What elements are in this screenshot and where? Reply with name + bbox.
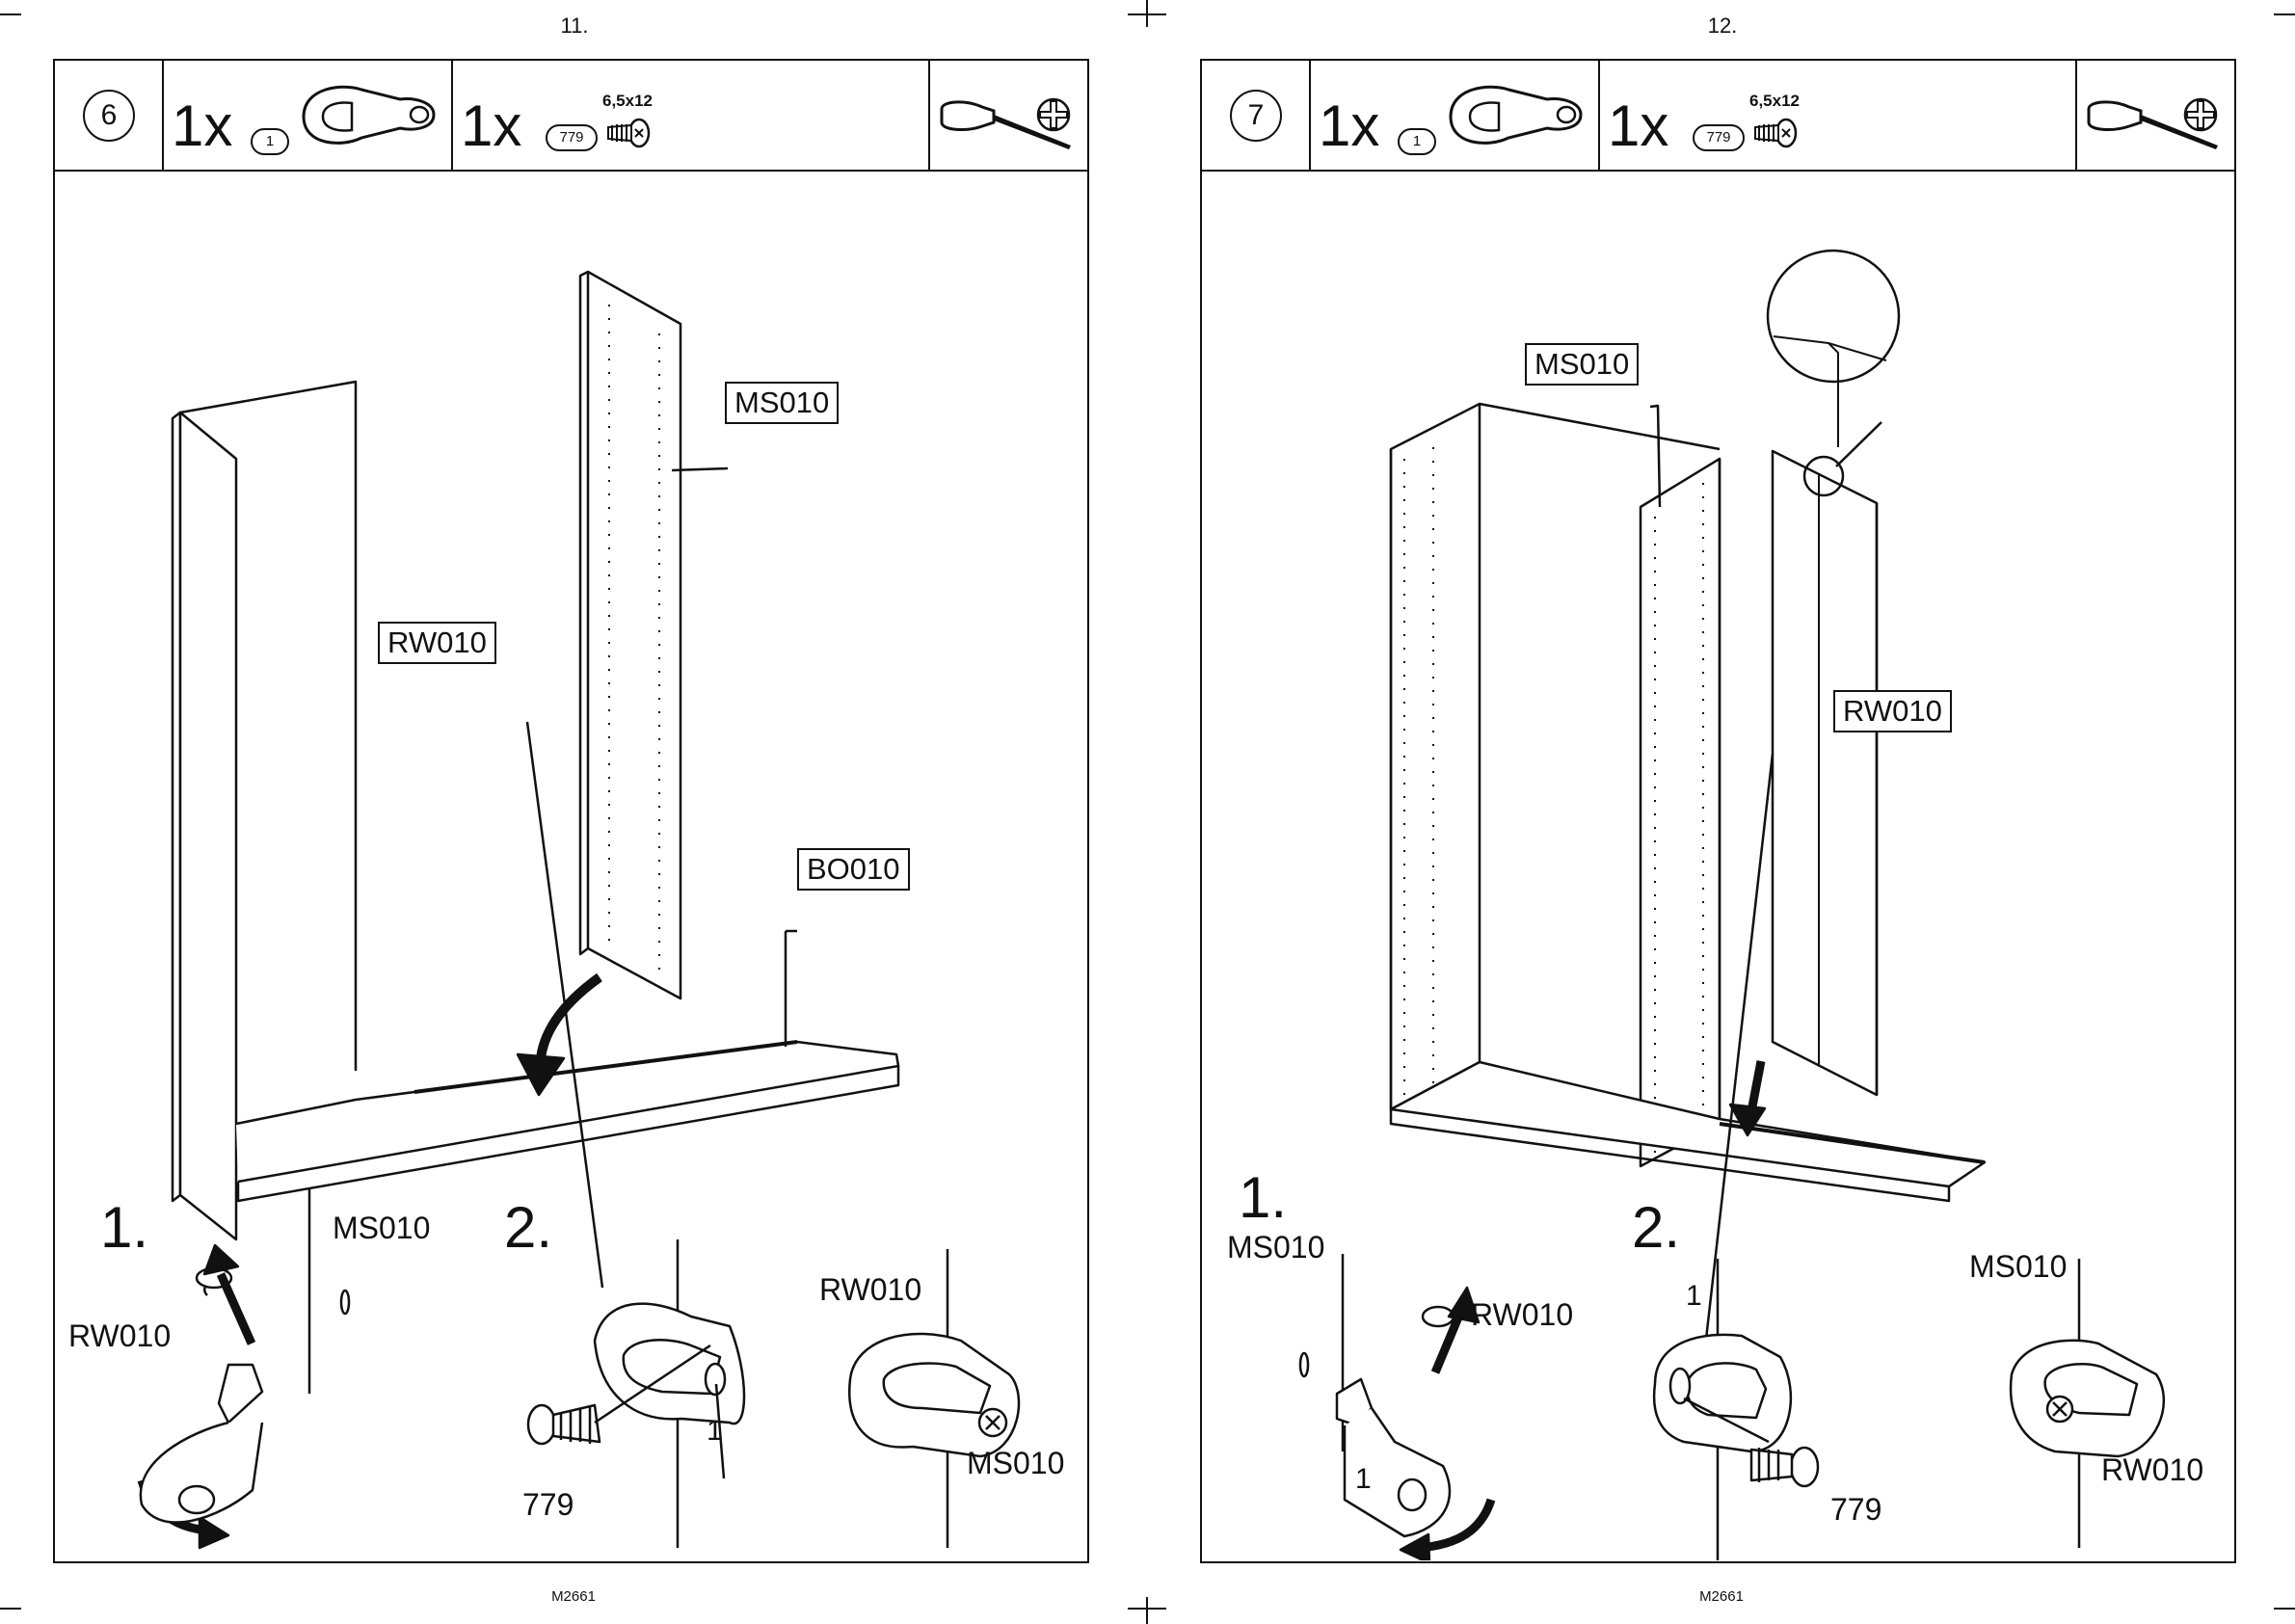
step-panel-6: 6 1x 1 1x 779 6,5x12 bbox=[53, 59, 1089, 1563]
part-label-rw010: RW010 bbox=[1833, 690, 1952, 732]
detail-label-pin: 1 bbox=[1686, 1280, 1702, 1313]
cam-lock-icon bbox=[1441, 78, 1595, 155]
crop-mark bbox=[0, 1608, 21, 1610]
crop-mark bbox=[1128, 1608, 1166, 1610]
parts-header: 6 1x 1 1x 779 6,5x12 bbox=[55, 61, 1087, 172]
parts-header: 7 1x 1 1x 779 6,5x12 bbox=[1202, 61, 2234, 172]
detail-label-screw: 779 bbox=[522, 1487, 574, 1523]
assembly-illustration bbox=[55, 170, 1086, 1560]
document-code: M2661 bbox=[516, 1588, 631, 1605]
detail-step-number: 2. bbox=[504, 1194, 552, 1261]
crop-mark bbox=[2274, 13, 2295, 15]
screw-icon bbox=[1749, 114, 1798, 152]
detail-label-rw010: RW010 bbox=[819, 1272, 921, 1308]
step-number: 7 bbox=[1230, 90, 1282, 142]
assembly-illustration bbox=[1202, 170, 2233, 1560]
step-number: 6 bbox=[83, 90, 135, 142]
detail-label-pin: 1 bbox=[1355, 1463, 1372, 1496]
phillips-icon bbox=[2181, 95, 2220, 134]
part-code: 779 bbox=[1693, 124, 1745, 151]
part-cell-cam-lock: 1x 1 bbox=[1311, 61, 1600, 170]
document-code: M2661 bbox=[1664, 1588, 1779, 1605]
detail-label-ms010: MS010 bbox=[967, 1446, 1064, 1481]
screw-size: 6,5x12 bbox=[602, 92, 653, 111]
screw-size: 6,5x12 bbox=[1749, 92, 1800, 111]
tool-cell bbox=[930, 61, 1086, 170]
detail-label-ms010: MS010 bbox=[1969, 1249, 2067, 1285]
detail-step-number: 1. bbox=[1239, 1164, 1287, 1231]
part-quantity: 1x bbox=[1319, 97, 1379, 155]
detail-label-rw010: RW010 bbox=[1471, 1297, 1573, 1333]
page-number: 12. bbox=[1684, 13, 1761, 39]
crop-mark bbox=[1146, 1597, 1148, 1624]
detail-label-ms010: MS010 bbox=[333, 1211, 430, 1246]
step-panel-7: 7 1x 1 1x 779 6,5x12 bbox=[1200, 59, 2236, 1563]
part-label-ms010: MS010 bbox=[725, 382, 839, 424]
part-label-ms010: MS010 bbox=[1525, 343, 1639, 386]
part-cell-screw: 1x 779 6,5x12 bbox=[1600, 61, 2077, 170]
crop-mark bbox=[2274, 1608, 2295, 1610]
part-cell-cam-lock: 1x 1 bbox=[164, 61, 453, 170]
detail-label-screw: 779 bbox=[1830, 1492, 1881, 1528]
detail-step-number: 1. bbox=[100, 1194, 148, 1261]
part-quantity: 1x bbox=[461, 97, 521, 155]
crop-mark bbox=[1128, 13, 1166, 15]
step-cell: 7 bbox=[1202, 61, 1311, 170]
crop-mark bbox=[0, 13, 21, 15]
page-number: 11. bbox=[536, 13, 613, 39]
detail-label-rw010: RW010 bbox=[68, 1318, 171, 1354]
part-quantity: 1x bbox=[172, 97, 232, 155]
tool-cell bbox=[2077, 61, 2233, 170]
detail-label-pin: 1 bbox=[707, 1415, 723, 1448]
part-quantity: 1x bbox=[1608, 97, 1668, 155]
detail-label-rw010: RW010 bbox=[2101, 1452, 2203, 1488]
part-label-bo010: BO010 bbox=[797, 848, 910, 891]
part-label-rw010: RW010 bbox=[378, 622, 496, 664]
detail-step-number: 2. bbox=[1632, 1194, 1680, 1261]
part-code: 1 bbox=[251, 128, 289, 155]
step-cell: 6 bbox=[55, 61, 164, 170]
cam-lock-icon bbox=[294, 78, 448, 155]
part-code: 779 bbox=[546, 124, 598, 151]
part-cell-screw: 1x 779 6,5x12 bbox=[453, 61, 930, 170]
detail-label-ms010: MS010 bbox=[1227, 1230, 1324, 1265]
screw-icon bbox=[602, 114, 651, 152]
phillips-icon bbox=[1034, 95, 1073, 134]
part-code: 1 bbox=[1398, 128, 1436, 155]
